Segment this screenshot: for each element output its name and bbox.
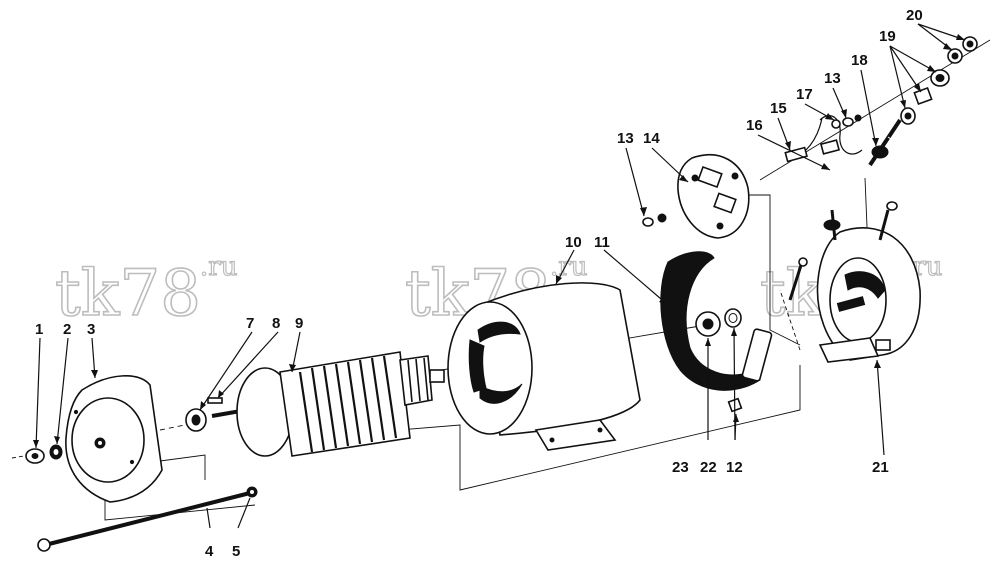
label-10: 10 bbox=[565, 234, 582, 251]
part-19-insulators bbox=[900, 69, 950, 125]
label-13-right: 13 bbox=[824, 70, 841, 87]
part-11-gasket bbox=[660, 251, 761, 391]
watermark-sup: .ru bbox=[200, 252, 237, 282]
label-19: 19 bbox=[879, 28, 896, 45]
part-22-washer bbox=[724, 308, 742, 328]
watermark-sup: .ru bbox=[550, 252, 587, 282]
label-3: 3 bbox=[87, 321, 95, 338]
label-23: 23 bbox=[672, 459, 689, 476]
part-1-washer bbox=[25, 448, 45, 464]
label-1: 1 bbox=[35, 321, 43, 338]
label-9: 9 bbox=[295, 315, 303, 332]
watermark-text: tk78 bbox=[55, 257, 201, 331]
label-16: 16 bbox=[746, 117, 763, 134]
label-18: 18 bbox=[851, 52, 868, 69]
part-21-end-frame bbox=[788, 201, 921, 363]
watermark-left: tk78 .ru bbox=[54, 251, 238, 331]
label-14: 14 bbox=[643, 130, 660, 147]
label-4: 4 bbox=[205, 543, 214, 560]
part-16-brush-lead bbox=[805, 117, 841, 155]
part-8-pin bbox=[207, 397, 223, 404]
part-14-brush-plate bbox=[677, 153, 750, 239]
label-20: 20 bbox=[906, 7, 923, 24]
part-15-brush bbox=[784, 146, 808, 163]
label-2: 2 bbox=[63, 321, 71, 338]
label-17: 17 bbox=[796, 86, 813, 103]
part-13-screw-right bbox=[842, 114, 862, 127]
label-22: 22 bbox=[700, 459, 717, 476]
part-10-field-frame bbox=[447, 282, 641, 451]
part-18-terminal-stud bbox=[868, 118, 902, 167]
part-9-armature bbox=[211, 351, 445, 457]
label-5: 5 bbox=[232, 543, 240, 560]
part-labels: 1 2 3 4 5 7 8 9 10 11 12 13 14 15 16 17 … bbox=[35, 7, 923, 560]
part-13-screw-left bbox=[642, 213, 667, 227]
part-5-nut bbox=[246, 486, 258, 498]
part-23-bushing bbox=[695, 311, 721, 337]
leader-arrowheads bbox=[33, 34, 965, 448]
label-8: 8 bbox=[272, 315, 280, 332]
label-15: 15 bbox=[770, 100, 787, 117]
label-12: 12 bbox=[726, 459, 743, 476]
part-7-bushing bbox=[185, 408, 207, 432]
part-4-through-bolt bbox=[37, 491, 251, 552]
label-11: 11 bbox=[594, 234, 610, 251]
label-21: 21 bbox=[872, 459, 889, 476]
label-7: 7 bbox=[246, 315, 254, 332]
part-3-end-cover bbox=[65, 375, 163, 503]
part-2-nut bbox=[49, 444, 63, 460]
label-13-left: 13 bbox=[617, 130, 634, 147]
part-20-nuts bbox=[947, 36, 978, 64]
